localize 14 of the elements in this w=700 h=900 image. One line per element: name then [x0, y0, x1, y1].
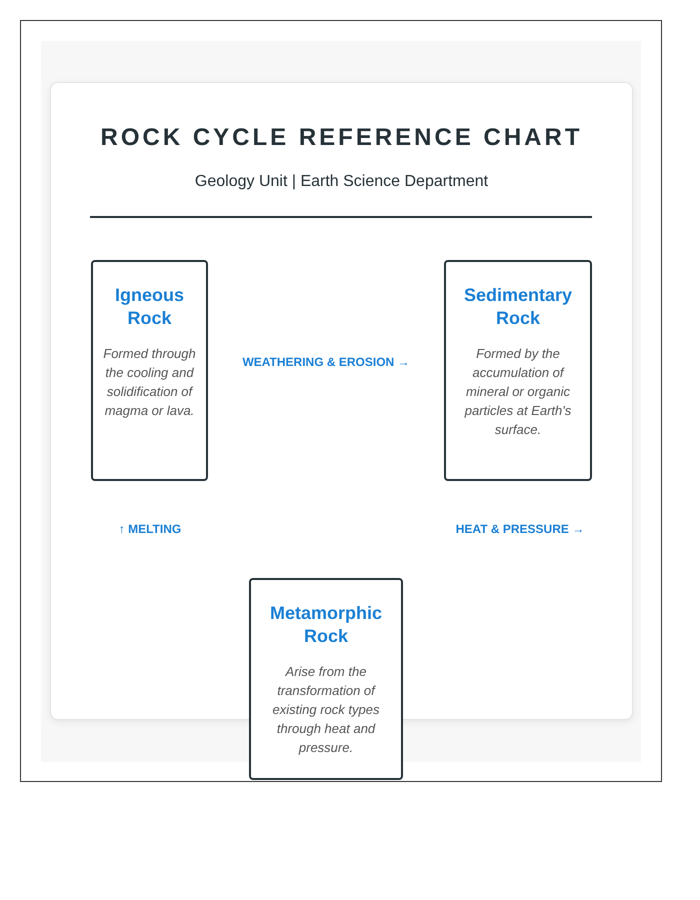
card-description: Arise from the transformation of existing rock types through heat and pressure.	[272, 663, 380, 757]
card-heading: Igneous Rock	[114, 284, 185, 330]
process-label: HEAT & PRESSURE →	[454, 521, 586, 537]
rock-type-card	[91, 260, 208, 481]
process-label: ↑ MELTING	[118, 521, 182, 537]
card-description: Formed through the cooling and solidification of magma or lava.	[102, 345, 197, 420]
card-heading: Metamorphic Rock	[268, 602, 384, 648]
subtitle: Geology Unit | Earth Science Department	[194, 172, 490, 192]
card-heading: Sedimentary Rock	[462, 284, 574, 330]
rock-type-card	[444, 260, 592, 481]
chart-title: ROCK CYCLE REFERENCE CHART	[99, 124, 584, 152]
process-label: WEATHERING & EROSION →	[241, 354, 411, 370]
rock-type-card	[249, 578, 403, 780]
card-description: Formed by the accumulation of mineral or organic particles at Earth's surface.	[464, 345, 572, 439]
